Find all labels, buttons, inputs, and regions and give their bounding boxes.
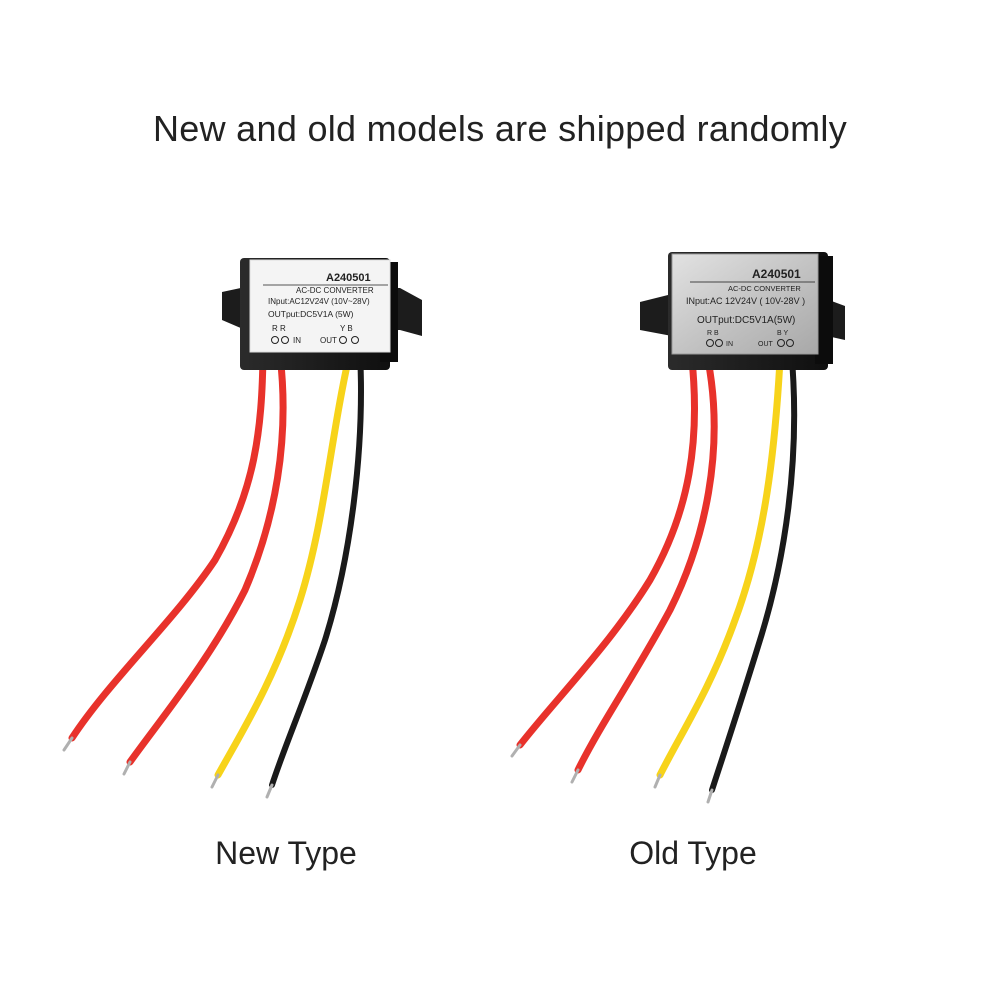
new-red-wire-1 (68, 351, 267, 742)
old-type-caption: Old Type (629, 835, 757, 871)
old-out-label: OUT (758, 341, 774, 348)
old-out-plus-icon (786, 339, 794, 347)
new-minus-icon (281, 336, 289, 344)
new-input-text: INput:AC12V24V (10V~28V) (268, 297, 370, 306)
new-yellow-wire (214, 348, 354, 779)
new-black-wire (269, 349, 364, 788)
new-kind-text: AC-DC CONVERTER (296, 286, 374, 295)
new-type-converter: A240501 AC-DC CONVERTER INput:AC12V24V (… (62, 258, 422, 799)
new-red-wire-2 (126, 351, 287, 766)
old-plus-icon (706, 339, 714, 347)
new-in-wires-text: R R (272, 324, 286, 333)
old-label-plate (671, 253, 819, 355)
new-output-text: OUTput:DC5V1A (5W) (268, 309, 354, 319)
old-out-minus-icon (777, 339, 785, 347)
old-red-wire-1 (516, 356, 699, 749)
new-out-plus-icon (339, 336, 347, 344)
old-minus-icon (715, 339, 723, 347)
old-black-wire (709, 357, 798, 793)
headline: New and old models are shipped randomly (152, 108, 848, 149)
old-input-text: INput:AC 12V24V ( 10V-28V ) (686, 296, 805, 306)
old-in-wires-text: R B (707, 330, 719, 337)
old-case-side (815, 256, 833, 364)
old-output-text: OUTput:DC5V1A(5W) (697, 315, 795, 326)
old-red-wire-2 (574, 356, 718, 774)
old-type-wires (510, 356, 798, 804)
old-yellow-wire (656, 356, 784, 779)
new-plus-icon (271, 336, 279, 344)
new-model-text: A240501 (326, 272, 371, 284)
old-type-converter: A240501 AC-DC CONVERTER INput:AC 12V24V … (510, 252, 845, 804)
new-out-label: OUT (320, 336, 337, 345)
old-out-wires-text: B Y (777, 330, 788, 337)
old-kind-text: AC-DC CONVERTER (728, 284, 801, 293)
new-out-wires-text: Y B (340, 324, 353, 333)
new-type-wires (62, 348, 364, 799)
old-model-text: A240501 (752, 267, 801, 281)
new-in-label: IN (293, 336, 301, 345)
new-type-caption: New Type (215, 835, 357, 871)
old-in-label: IN (726, 341, 733, 348)
new-out-minus-icon (351, 336, 359, 344)
